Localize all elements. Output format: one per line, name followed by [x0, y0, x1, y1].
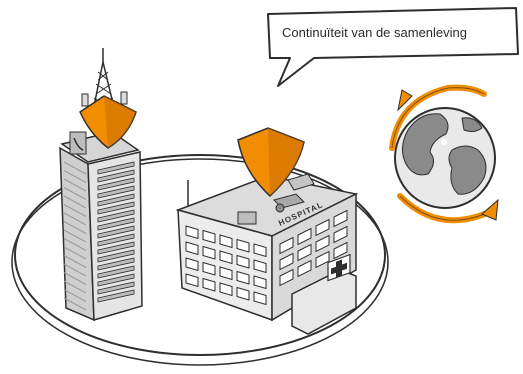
tower-window [97, 249, 135, 263]
hospital-window [236, 270, 250, 285]
hospital-window [219, 282, 233, 297]
tower-window [97, 241, 135, 255]
tower-window [97, 161, 135, 175]
tower-window [97, 289, 135, 303]
hospital-window [236, 286, 250, 301]
hospital-window [279, 268, 294, 287]
tower-front-stripe [63, 212, 87, 226]
tower-window [97, 209, 135, 223]
tower-front-stripe [63, 170, 87, 183]
tower-front-stripe [63, 195, 87, 209]
hospital-window [253, 291, 267, 306]
tower-window [97, 201, 135, 215]
tower-window [97, 265, 135, 279]
hospital-window [185, 273, 199, 288]
hospital-window [333, 209, 348, 228]
medical-cross-icon [327, 253, 351, 282]
tower-window [97, 193, 135, 207]
shield-icon [237, 127, 305, 198]
hospital-window [185, 225, 199, 240]
tower-windows [97, 161, 135, 303]
hospital-window [185, 241, 199, 256]
hospital-window [253, 243, 267, 258]
hospital-window [185, 257, 199, 272]
tower-window [97, 185, 135, 199]
hospital-window [202, 261, 216, 276]
hospital-window [236, 254, 250, 269]
hospital-window [333, 241, 348, 260]
tower-window [97, 225, 135, 239]
hospital-window [253, 259, 267, 274]
tower-window [97, 273, 135, 287]
tower-front-stripe [63, 280, 87, 294]
tower-front-stripe [63, 161, 87, 175]
hospital-window [297, 243, 312, 262]
tower-window [97, 257, 135, 271]
tower-front-stripe [63, 187, 87, 200]
tower-front-stripe [63, 272, 87, 285]
hospital-window [202, 277, 216, 292]
hospital-window [219, 250, 233, 265]
tower-front-stripe [63, 204, 87, 217]
tower-window [97, 169, 135, 183]
hospital-window [219, 234, 233, 249]
hospital-window [333, 225, 348, 244]
hospital-window [202, 245, 216, 260]
hospital-window [315, 234, 330, 253]
rotation-arrows-icon [389, 84, 499, 224]
hospital-window [315, 218, 330, 237]
tower-window [97, 177, 135, 191]
tower-front-stripe [63, 263, 87, 277]
satellite-dish-icon [237, 173, 315, 225]
hospital-window [279, 252, 294, 271]
hospital-window [297, 227, 312, 246]
hospital-windows [185, 209, 348, 306]
tower-front-stripe [63, 289, 87, 302]
tower-front-stripes [63, 161, 87, 311]
hospital-window [253, 275, 267, 290]
hospital-window [279, 236, 294, 255]
hospital-window [297, 259, 312, 278]
tower-front-stripe [63, 221, 87, 234]
tower-front-stripe [63, 178, 87, 192]
office-tower [59, 48, 143, 322]
tower-window [97, 217, 135, 231]
hospital-building: HOSPITAL [175, 127, 359, 335]
speech-bubble-text: Continuïteit van de samenleving [282, 25, 468, 40]
speech-bubble [267, 7, 519, 87]
tower-front-stripe [63, 297, 87, 311]
tower-front-stripe [63, 246, 87, 260]
shield-icon [79, 95, 137, 149]
phone-icon [69, 131, 87, 155]
tower-front-stripe [63, 229, 87, 243]
tower-front-stripe [63, 255, 87, 268]
hospital-window [202, 229, 216, 244]
globe-icon [394, 107, 496, 209]
tower-front-stripe [63, 238, 87, 251]
tower-window [97, 233, 135, 247]
hospital-window [219, 266, 233, 281]
hospital-window [315, 250, 330, 269]
tower-window [97, 281, 135, 295]
hospital-window [236, 238, 250, 253]
